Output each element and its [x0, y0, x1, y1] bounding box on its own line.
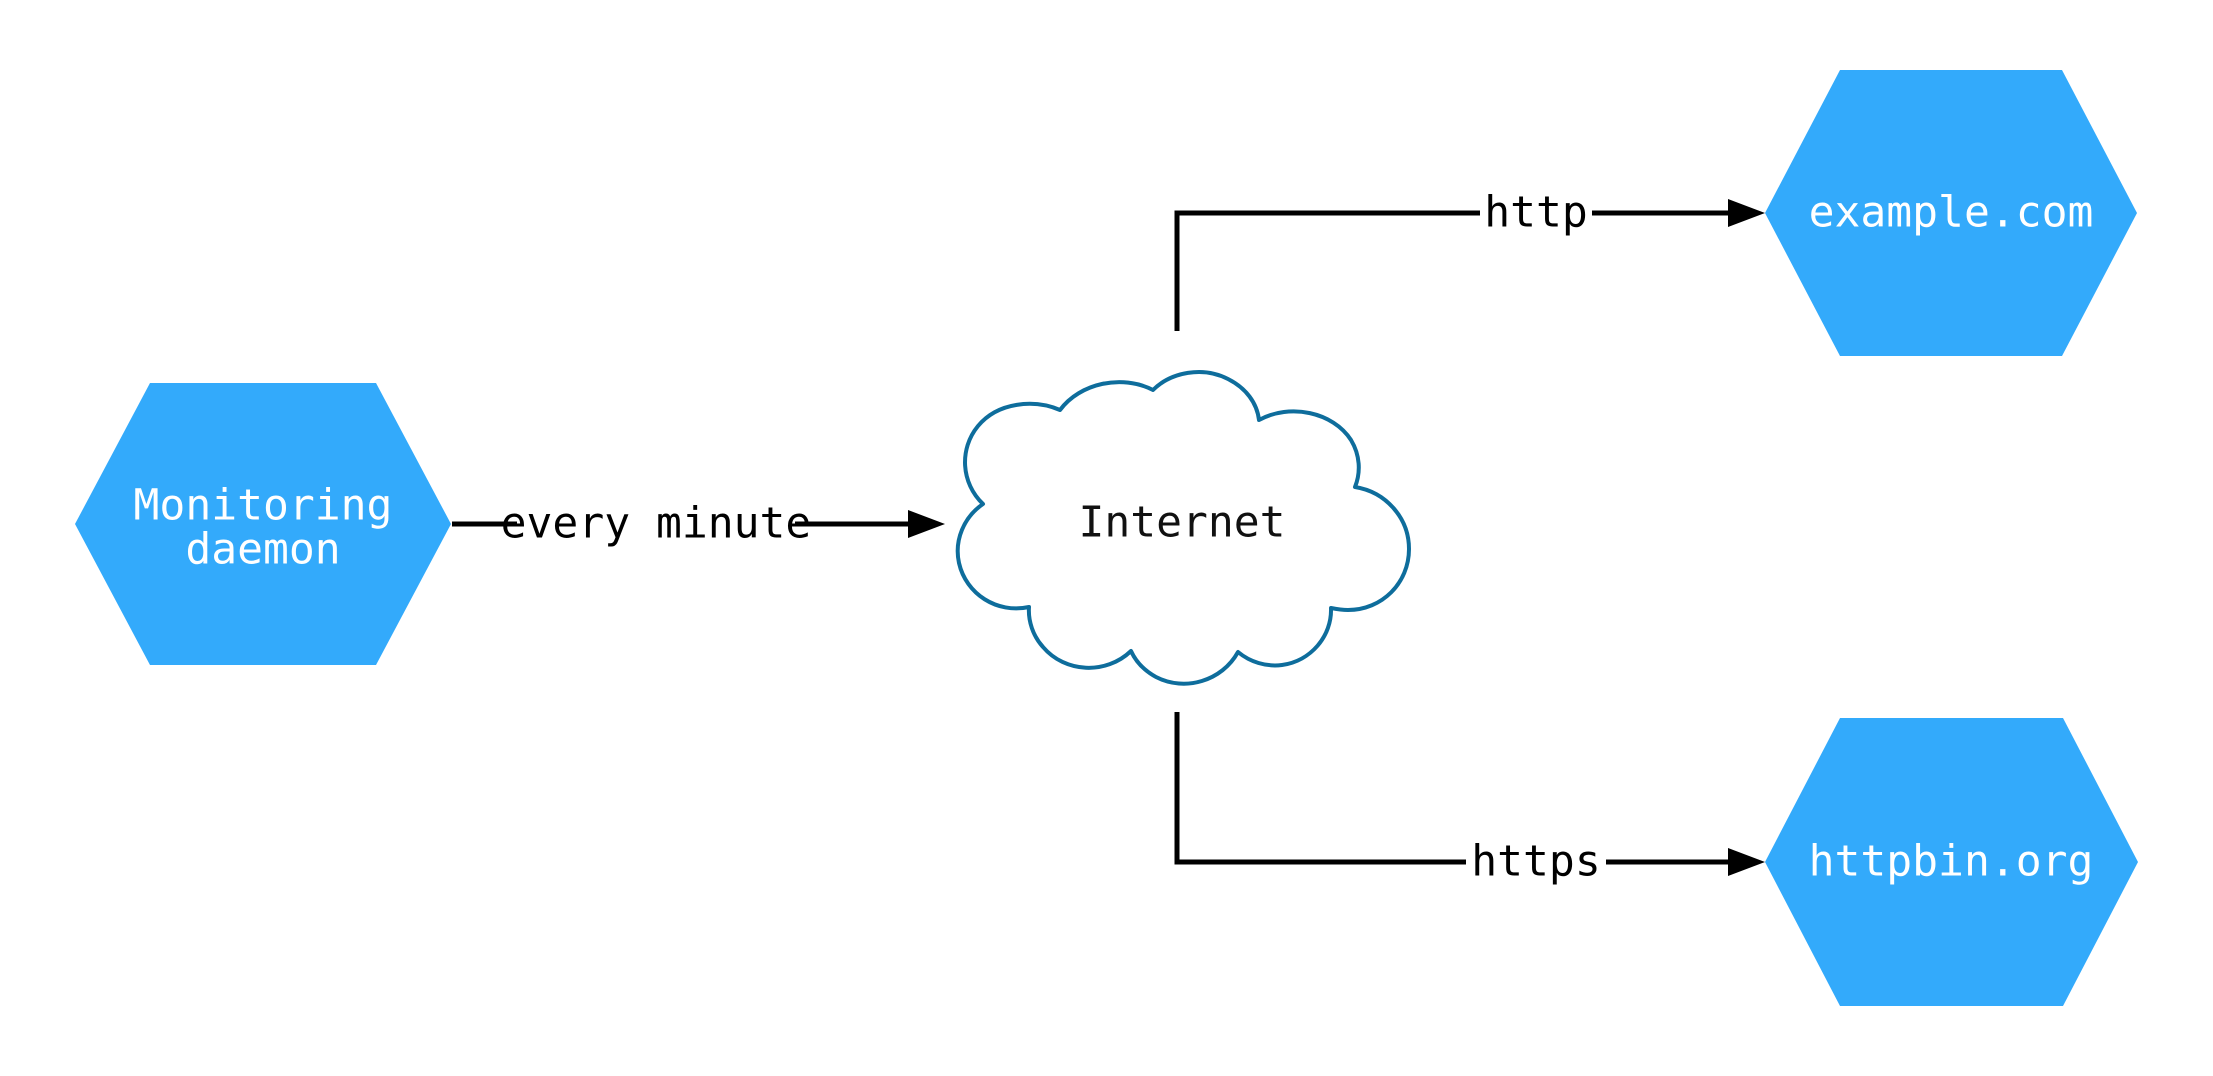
edge-internet-to-httpbin[interactable]: https: [1174, 712, 1765, 888]
node-label-httpbin-org: httpbin.org: [1809, 837, 2094, 887]
edge-line-internet-to-example: [1174, 210, 1740, 331]
cloud-shape-internet: [955, 370, 1411, 686]
edge-label-every-minute: every minute: [501, 499, 812, 549]
node-httpbin-org[interactable]: httpbin.org: [1765, 718, 2138, 1006]
node-label-example-com: example.com: [1809, 188, 2094, 238]
node-example-com[interactable]: example.com: [1765, 70, 2137, 356]
edge-label-bg-https: [1466, 836, 1606, 888]
edge-label-bg-every-minute: [517, 498, 795, 550]
arrow-head-daemon-to-internet: [908, 510, 945, 538]
hexagon-shape-monitoring-daemon: [75, 383, 451, 665]
arrow-head-internet-to-example: [1728, 199, 1765, 227]
edge-line-internet-to-httpbin: [1174, 712, 1740, 865]
node-internet[interactable]: Internet: [955, 370, 1411, 686]
edge-label-http: http: [1484, 188, 1588, 238]
node-label-internet: Internet: [1078, 498, 1285, 548]
node-label-monitoring-daemon-line1: Monitoring: [134, 481, 393, 531]
node-label-monitoring-daemon-line2: daemon: [185, 525, 340, 575]
hexagon-shape-example-com: [1765, 70, 2137, 356]
hexagon-shape-httpbin-org: [1765, 718, 2138, 1006]
edge-label-bg-http: [1480, 187, 1592, 239]
edge-daemon-to-internet[interactable]: every minute: [452, 498, 945, 550]
edge-internet-to-example[interactable]: http: [1174, 187, 1765, 331]
arrow-head-internet-to-httpbin: [1728, 848, 1765, 876]
node-monitoring-daemon[interactable]: Monitoring daemon: [75, 383, 451, 665]
edge-label-https: https: [1471, 837, 1600, 887]
